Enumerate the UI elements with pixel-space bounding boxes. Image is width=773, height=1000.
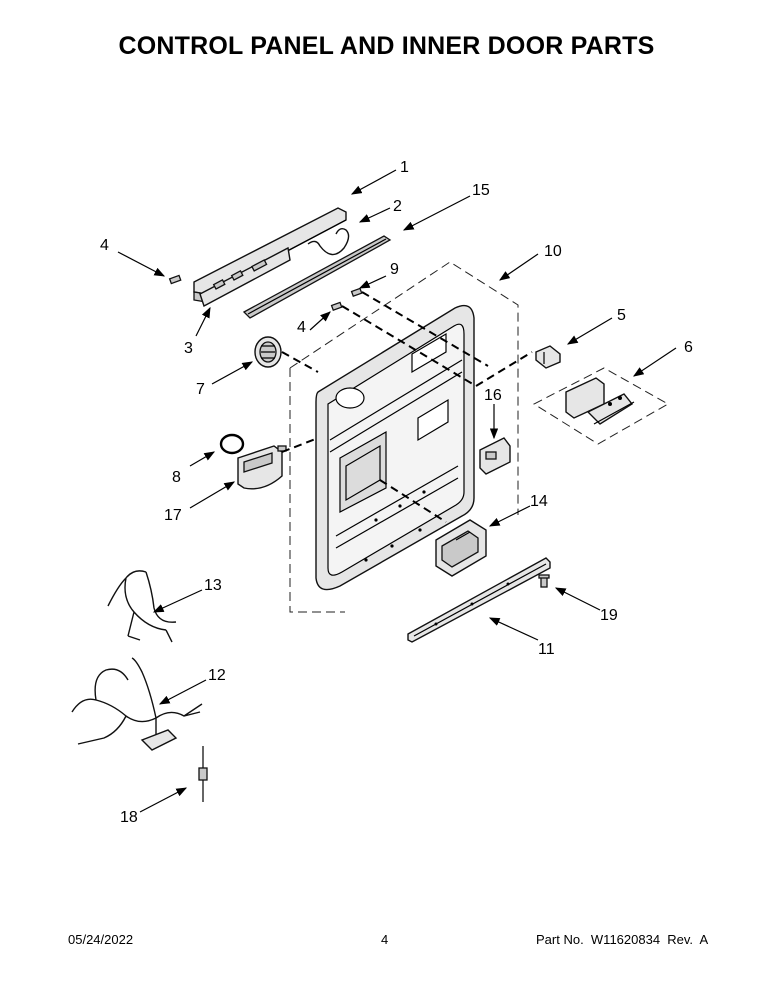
screw-part-4-left: [168, 274, 182, 285]
callout-15: 15: [472, 182, 490, 199]
callout-3: 3: [184, 340, 193, 357]
callout-10: 10: [544, 243, 562, 260]
inner-door-part-10: [289, 261, 519, 613]
footer-date: 05/24/2022: [68, 932, 134, 947]
leader-lines: [117, 169, 677, 813]
footer-part-number: Part No. W11620834 Rev. A: [536, 932, 709, 947]
callout-4-left: 4: [100, 237, 109, 254]
callout-19: 19: [600, 607, 618, 624]
latch-switch-part-5: [535, 345, 561, 369]
callout-5: 5: [617, 307, 626, 324]
callout-6: 6: [684, 339, 693, 356]
lower-trim-part-11: [407, 557, 551, 643]
latch-bracket-part-16: [479, 437, 511, 475]
callout-8: 8: [172, 469, 181, 486]
callout-12: 12: [208, 667, 226, 684]
footer-page-number: 4: [381, 932, 389, 947]
callout-7: 7: [196, 381, 205, 398]
callout-14: 14: [530, 493, 548, 510]
gasket-strip-part-15: [242, 235, 392, 319]
wire-harness-part-2: [307, 227, 350, 256]
callout-13: 13: [204, 577, 222, 594]
page-title: CONTROL PANEL AND INNER DOOR PARTS: [118, 32, 655, 60]
callout-17: 17: [164, 507, 182, 524]
control-board-part-6: [532, 367, 670, 445]
callout-18: 18: [120, 809, 138, 826]
screw-part-4-center: [330, 301, 343, 312]
control-panel-part-1: [193, 207, 347, 303]
callout-4-center: 4: [297, 319, 306, 336]
screw-part-19: [538, 574, 550, 588]
callout-16: 16: [484, 387, 502, 404]
callout-9: 9: [390, 261, 399, 278]
dispenser-part-17: [237, 445, 287, 490]
wire-harness-part-12: [71, 657, 203, 746]
callout-11: 11: [538, 641, 555, 658]
screw-part-9: [350, 287, 363, 298]
user-interface-part-3: [199, 246, 291, 308]
o-ring-part-8: [219, 433, 245, 455]
detergent-dispenser-part-14: [435, 519, 487, 577]
callout-2: 2: [393, 198, 402, 215]
sensor-part-12: [140, 729, 178, 751]
vent-part-7: [254, 336, 282, 368]
callout-1: 1: [400, 159, 409, 176]
inline-fuse-part-18: [198, 746, 208, 802]
